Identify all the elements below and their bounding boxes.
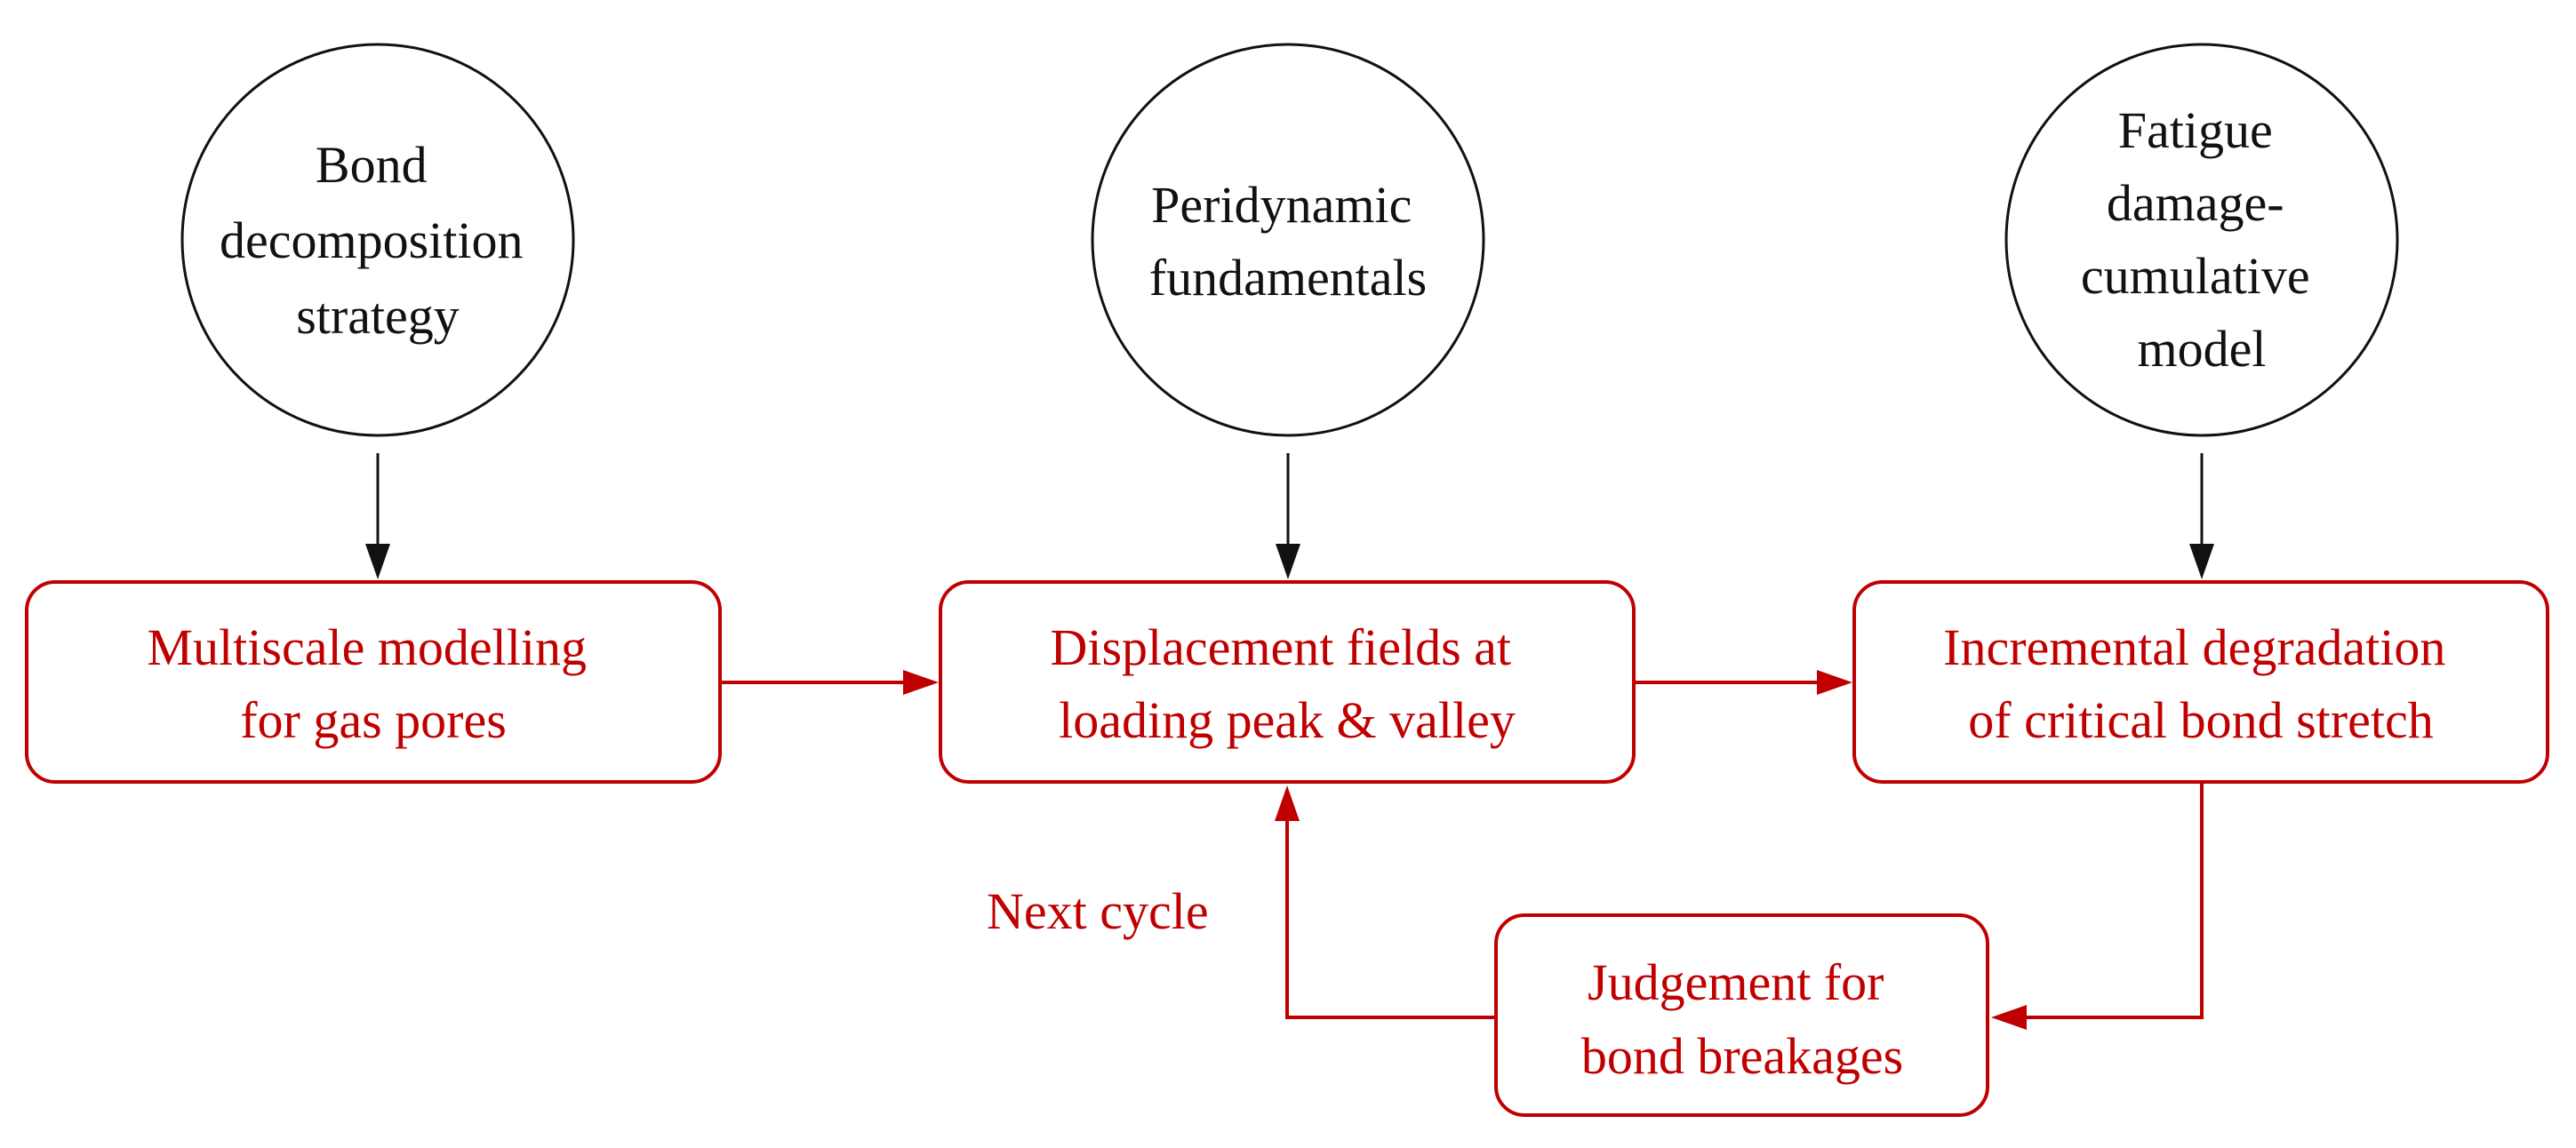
svg-text:Bond decomposition: Bond decomposition strategy — [220, 136, 536, 345]
flow-arrow-judgement-to-displacement — [1275, 785, 1494, 1019]
svg-text:Peridynamic fundamentals: Peridynamic fundamentals — [1149, 176, 1427, 307]
next-cycle-label: Next cycle — [987, 882, 1209, 940]
flow-arrow-degradation-to-judgement — [1991, 784, 2204, 1030]
process-box-judgement: Judgement for bond breakages — [1494, 913, 1989, 1117]
process-box-displacement: Displacement fields at loading peak & va… — [939, 580, 1636, 784]
svg-text:Judgement for bond break: Judgement for bond breakages — [1581, 953, 1903, 1085]
input-node-fatigue: Fatigue damage- cumulative model — [2004, 43, 2399, 437]
svg-text:Displacement fields at l: Displacement fields at loading peak & va… — [1050, 618, 1524, 749]
input-arrow-3 — [2189, 453, 2214, 579]
svg-text:Fatigue damage- cu: Fatigue damage- cumulative model — [2081, 101, 2323, 378]
process-box-multiscale: Multiscale modelling for gas pores — [25, 580, 722, 784]
svg-text:Incremental degradation: Incremental degradation of critical bond… — [1943, 618, 2459, 749]
input-node-peridynamic: Peridynamic fundamentals — [1091, 43, 1485, 437]
flow-arrow-displacement-to-degradation — [1636, 670, 1852, 695]
input-arrow-1 — [365, 453, 390, 579]
process-box-degradation: Incremental degradation of critical bond… — [1852, 580, 2549, 784]
input-arrow-2 — [1276, 453, 1300, 579]
svg-text:Multiscale modelling for: Multiscale modelling for gas pores — [147, 618, 599, 749]
input-node-bond-decomposition: Bond decomposition strategy — [180, 43, 575, 437]
flow-arrow-multiscale-to-displacement — [722, 670, 939, 695]
